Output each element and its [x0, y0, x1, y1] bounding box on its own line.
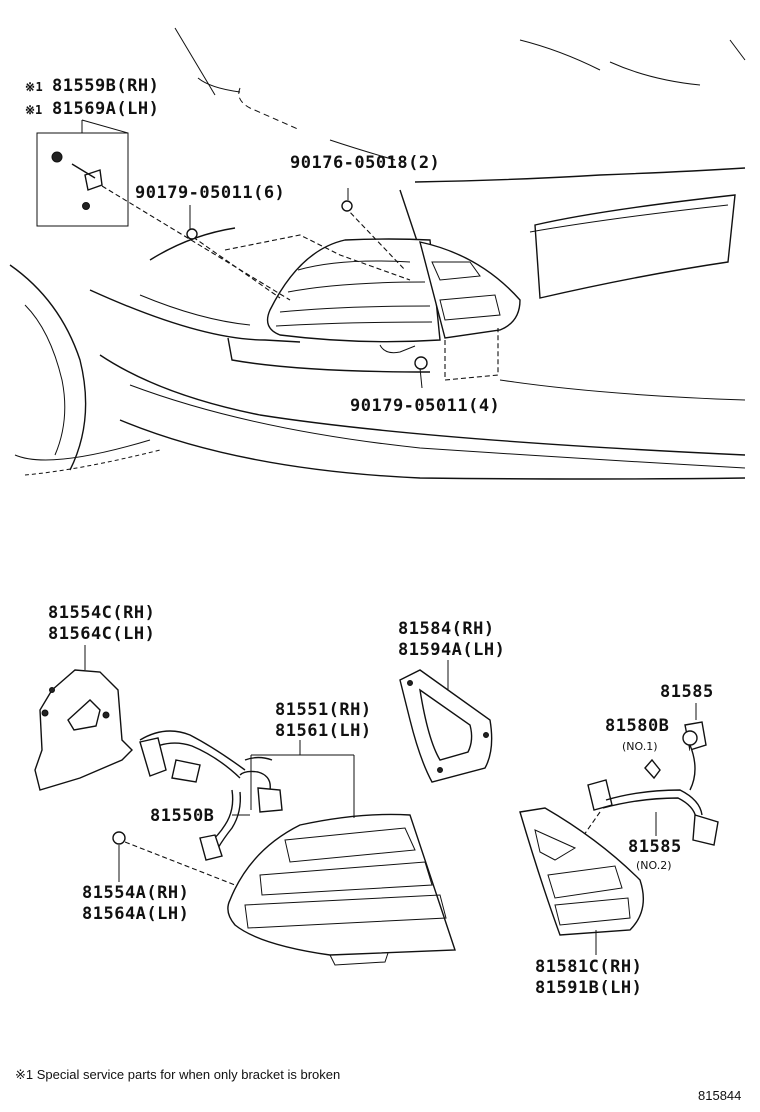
label-lamp-lh[interactable]: 81561(LH) — [275, 721, 372, 741]
label-wire[interactable]: 81550B — [150, 806, 215, 826]
inner-lamp-part — [519, 807, 644, 955]
inner-wire — [569, 744, 719, 856]
label-bulb-no1: (NO.1) — [622, 740, 658, 753]
lens-cover-part — [399, 660, 493, 783]
label-grommet-lh[interactable]: 81564A(LH) — [82, 904, 190, 924]
label-bracket-lh[interactable]: 81569A(LH) — [52, 99, 160, 119]
label-socket[interactable]: 81585 — [660, 682, 714, 702]
label-bulb[interactable]: 81580B — [605, 716, 670, 736]
label-nut-left[interactable]: 90179-05011(6) — [135, 183, 286, 203]
note-mark-1: ※1 — [25, 80, 44, 94]
label-cover-rh[interactable]: 81554C(RH) — [48, 603, 156, 623]
main-lamp-part — [227, 740, 456, 966]
label-nut-top-right[interactable]: 90176-05018(2) — [290, 153, 441, 173]
socket-bulb-part — [644, 703, 707, 780]
nuts-top — [186, 200, 428, 370]
leader-lines-top — [101, 185, 499, 389]
label-grommet-rh[interactable]: 81554A(RH) — [82, 883, 190, 903]
label-lens-rh[interactable]: 81584(RH) — [398, 619, 495, 639]
grommet-part — [112, 831, 236, 886]
label-bracket-rh[interactable]: 81559B(RH) — [52, 76, 160, 96]
label-inner-lamp-rh[interactable]: 81581C(RH) — [535, 957, 643, 977]
cover-part — [34, 645, 133, 791]
footnote: ※1 Special service parts for when only b… — [15, 1067, 341, 1082]
label-socket-2[interactable]: 81585 — [628, 837, 682, 857]
label-lens-lh[interactable]: 81594A(LH) — [398, 640, 506, 660]
tail-lamp-installed — [266, 238, 521, 354]
label-inner-lamp-lh[interactable]: 81591B(LH) — [535, 978, 643, 998]
label-socket-no2: (NO.2) — [636, 859, 672, 872]
label-nut-bottom[interactable]: 90179-05011(4) — [350, 396, 501, 416]
note-mark-2: ※1 — [25, 103, 43, 117]
label-lamp-rh[interactable]: 81551(RH) — [275, 700, 372, 720]
wire-harness — [139, 730, 283, 861]
label-cover-lh[interactable]: 81564C(LH) — [48, 624, 156, 644]
figure-id: 815844 — [698, 1088, 742, 1103]
car-body-outline — [9, 27, 746, 480]
bracket-detail-box — [36, 119, 129, 227]
